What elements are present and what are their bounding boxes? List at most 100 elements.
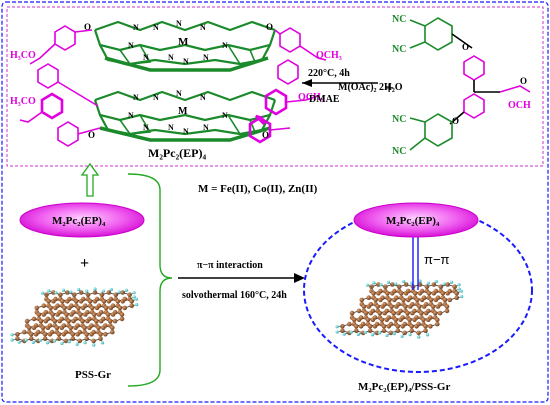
hydrogen-atom — [52, 339, 57, 343]
carbon-atom — [389, 282, 395, 287]
carbon-atom — [353, 328, 359, 334]
carbon-atom — [55, 303, 60, 309]
carbon-atom — [423, 324, 428, 329]
carbon-atom — [33, 323, 39, 328]
carbon-atom — [52, 318, 58, 324]
carbon-atom — [85, 310, 90, 315]
hydrogen-atom — [40, 291, 45, 295]
carbon-atom — [396, 284, 402, 290]
carbon-atom — [129, 303, 135, 309]
carbon-atom — [47, 323, 53, 328]
carbon-atom — [119, 312, 125, 317]
carbon-atom — [73, 299, 79, 304]
carbon-atom — [414, 297, 420, 303]
carbon-atom — [437, 310, 443, 316]
carbon-atom — [40, 325, 46, 331]
hydrogen-atom — [124, 288, 129, 292]
carbon-atom — [42, 336, 48, 342]
carbon-atom — [69, 303, 74, 309]
hydrogen-atom — [135, 302, 139, 307]
carbon-atom — [127, 292, 132, 298]
hydrogen-atom — [363, 330, 367, 335]
carbon-atom — [108, 296, 114, 302]
carbon-atom — [59, 316, 65, 322]
carbon-atom — [402, 321, 408, 327]
carbon-atom — [366, 295, 372, 301]
carbon-atom — [22, 329, 27, 335]
carbon-atom — [57, 310, 62, 315]
carbon-atom — [389, 304, 394, 309]
carbon-atom — [50, 312, 56, 317]
carbon-atom — [349, 310, 355, 316]
carbon-atom — [407, 317, 412, 323]
carbon-atom — [87, 316, 92, 322]
carbon-atom — [435, 321, 440, 327]
ester-right-bottom: OCH₃ — [298, 92, 324, 103]
carbon-atom — [454, 295, 460, 301]
carbon-atom — [388, 321, 394, 327]
metal-note: M = Fe(II), Co(II), Zn(II) — [198, 183, 318, 195]
carbon-atom — [103, 305, 109, 311]
carbon-atom — [75, 323, 80, 328]
carbon-atom — [430, 304, 436, 309]
svg-text:O: O — [84, 22, 91, 32]
hydrogen-atom — [402, 279, 406, 284]
carbon-atom — [41, 303, 47, 309]
carbon-atom — [444, 308, 450, 314]
carbon-atom — [120, 290, 126, 295]
carbon-atom — [432, 310, 438, 316]
carbon-atom — [49, 329, 55, 335]
carbon-atom — [78, 312, 83, 317]
carbon-atom — [419, 310, 424, 316]
carbon-atom — [419, 288, 425, 294]
hydrogen-atom — [426, 281, 430, 285]
carbon-atom — [409, 328, 414, 334]
carbon-atom — [442, 297, 448, 303]
hydrogen-atom — [442, 282, 446, 286]
carbon-atom — [51, 290, 56, 295]
carbon-atom — [76, 305, 81, 311]
ligand-cn-2: NC — [392, 44, 406, 55]
carbon-atom — [365, 317, 371, 323]
hydrogen-atom — [417, 335, 421, 339]
ligand-oxygens: O O O — [452, 42, 527, 126]
carbon-atom — [412, 291, 418, 296]
hydrogen-atom — [342, 332, 346, 336]
carbon-atom — [347, 321, 352, 327]
hydrogen-atom — [349, 330, 353, 334]
carbon-atom — [452, 284, 457, 290]
hydrogen-atom — [109, 287, 113, 292]
graphene-left — [10, 287, 139, 347]
hydrogen-atom — [434, 279, 438, 284]
svg-text:O: O — [88, 130, 95, 140]
carbon-atom — [416, 321, 421, 327]
carbon-atom — [91, 329, 96, 335]
carbon-atom — [428, 297, 434, 303]
carbon-atom — [43, 310, 49, 315]
carbon-atom — [83, 303, 88, 309]
carbon-atom — [94, 296, 100, 302]
carbon-atom — [64, 290, 70, 295]
hydrogen-atom — [377, 331, 382, 335]
carbon-atom — [437, 302, 443, 307]
carbon-atom — [398, 291, 404, 296]
carbon-atom — [62, 305, 67, 311]
ligand-cn-3: NC — [392, 114, 406, 125]
ligand-cn-1: NC — [392, 14, 406, 25]
carbon-atom — [54, 325, 60, 331]
carbon-atom — [71, 292, 77, 298]
hydrogen-atom — [392, 332, 396, 336]
carbon-atom — [98, 310, 104, 315]
reaction-arrow — [302, 79, 378, 87]
carbon-atom — [428, 315, 433, 320]
carbon-atom — [440, 291, 446, 296]
carbon-atom — [61, 323, 67, 328]
hydrogen-atom — [449, 280, 454, 284]
hydrogen-atom — [418, 279, 422, 283]
hydrogen-atom — [134, 297, 139, 301]
carbon-atom — [73, 316, 78, 322]
carbon-atom — [64, 312, 69, 317]
interaction-arrow — [178, 273, 305, 283]
hydrogen-atom — [47, 289, 51, 293]
